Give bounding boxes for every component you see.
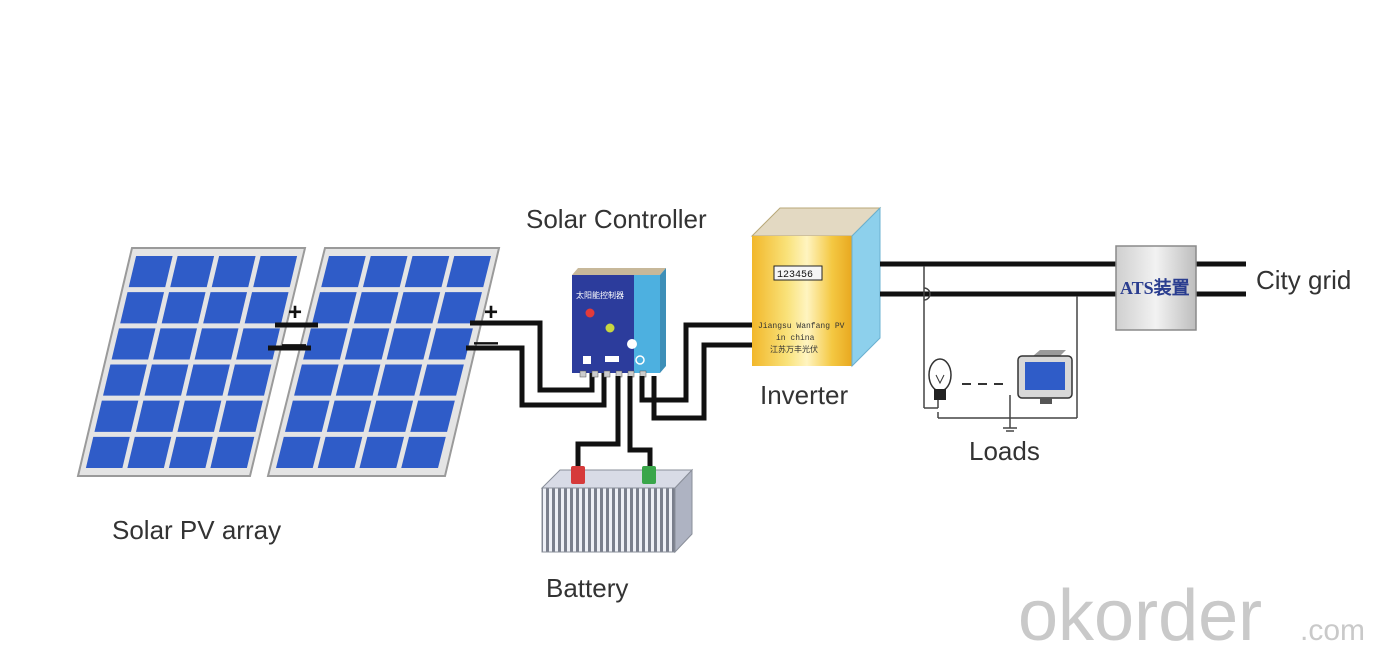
panel-icon [605, 356, 619, 362]
solar-cell [127, 436, 172, 468]
inverter-label-line2: in china [776, 334, 815, 343]
solar-cell [161, 292, 206, 324]
solar-cell [401, 436, 446, 468]
panel-to-controller-wires [466, 320, 607, 408]
monitor-icon [1017, 350, 1073, 404]
solar-panel-left [76, 247, 307, 477]
solar-cell [437, 292, 482, 324]
solar-cell [153, 328, 197, 360]
grid-lines [880, 261, 1246, 297]
solar-cell [321, 256, 366, 288]
solar-cell [362, 256, 408, 288]
load-icon [635, 355, 645, 365]
controller-to-battery-wires [575, 376, 653, 468]
solar-cell [128, 256, 173, 288]
controller-to-inverter-wires [639, 322, 752, 421]
solar-controller: 太阳能控制器 [572, 268, 666, 378]
solar-cell [428, 328, 473, 360]
solar-cell [186, 364, 230, 396]
controller-led-red [585, 308, 595, 318]
solar-cell [317, 436, 363, 468]
solar-pv-array-label: Solar PV array [112, 515, 281, 545]
loads-label: Loads [969, 436, 1040, 466]
watermark-suffix: .com [1300, 614, 1365, 647]
solar-cell [94, 400, 139, 432]
solar-cell [103, 364, 147, 396]
solar-cell [368, 400, 414, 432]
controller-panel-text: 太阳能控制器 [576, 290, 624, 301]
solar-cell [377, 364, 423, 396]
load-circuit [923, 266, 1078, 432]
solar-cell [144, 364, 189, 396]
inverter-display [773, 265, 823, 281]
solar-cell [326, 400, 372, 432]
solar-cell [294, 364, 339, 396]
solar-cell [353, 292, 399, 324]
solar-cell [344, 328, 390, 360]
battery-icon [583, 356, 591, 364]
solar-cell [446, 256, 491, 288]
solar-cell [419, 364, 464, 396]
battery-terminal-negative [642, 466, 656, 484]
solar-cell [404, 256, 450, 288]
solar-panel-right [266, 247, 501, 477]
solar-cell [85, 436, 130, 468]
solar-cell [359, 436, 405, 468]
solar-cell [218, 400, 263, 432]
controller-led-yellow [605, 323, 615, 333]
solar-cell [236, 328, 280, 360]
plus-symbol-left: + [288, 299, 302, 326]
inverter-label-line1: Jiangsu Wanfang PV [758, 322, 845, 331]
battery-label: Battery [546, 573, 628, 603]
minus-symbol-left: — [282, 331, 306, 358]
solar-cell [120, 292, 165, 324]
bulb-icon [928, 358, 952, 400]
solar-cell [386, 328, 432, 360]
solar-cell [244, 292, 289, 324]
controller-led-white [627, 339, 637, 349]
solar-cell [211, 256, 256, 288]
city-grid-label: City grid [1256, 265, 1351, 295]
solar-cell [194, 328, 239, 360]
solar-cell [253, 256, 298, 288]
minus-symbol-right: — [474, 329, 498, 356]
solar-cell [312, 292, 357, 324]
ats-device: ATS装置 [1115, 245, 1197, 331]
inverter-label-line3: 江苏万丰光伏 [770, 344, 818, 355]
ats-label: ATS装置 [1120, 277, 1190, 298]
solar-cell [170, 256, 215, 288]
solar-cell [135, 400, 180, 432]
solar-controller-label: Solar Controller [526, 204, 707, 234]
solar-cell [203, 292, 248, 324]
solar-cell [303, 328, 348, 360]
plus-symbol-right: + [484, 299, 498, 326]
panel-interconnect [268, 322, 318, 351]
solar-cell [335, 364, 381, 396]
inverter-label: Inverter [760, 380, 848, 410]
solar-cell [410, 400, 455, 432]
inverter: 123456 Jiangsu Wanfang PV in china 江苏万丰光… [750, 206, 882, 368]
solar-cell [285, 400, 330, 432]
solar-cell [210, 436, 255, 468]
inverter-display-value: 123456 [777, 270, 813, 281]
solar-cell [395, 292, 441, 324]
solar-cell [168, 436, 213, 468]
battery [540, 466, 694, 554]
solar-cell [227, 364, 272, 396]
battery-terminal-positive [571, 466, 585, 484]
watermark-brand: okorder [1018, 576, 1262, 656]
solar-cell [276, 436, 321, 468]
solar-cell [111, 328, 156, 360]
solar-cell [177, 400, 222, 432]
